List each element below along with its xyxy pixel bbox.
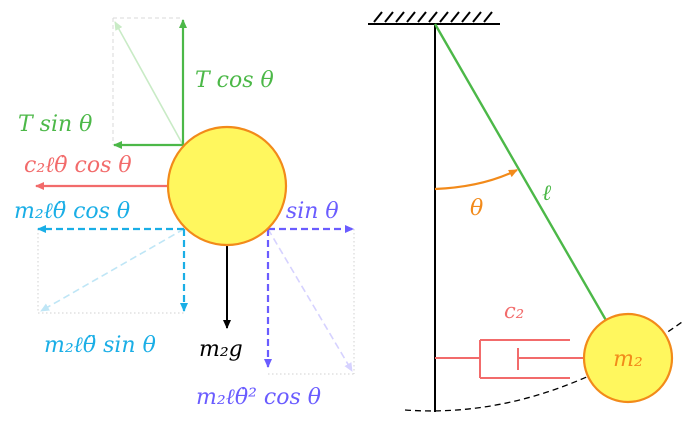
inertial-tangential-resultant-arrow: [40, 228, 185, 312]
angle-arc: [434, 169, 518, 191]
angle-label: θ: [470, 196, 483, 221]
gravity-label: m₂g: [199, 337, 243, 362]
inertial-centripetal-resultant-arrow: [267, 228, 353, 372]
damping-force-label: c₂ℓθ̇ cos θ: [24, 153, 132, 178]
damper: [435, 339, 585, 379]
pendulum-bob: [582, 312, 674, 404]
pendulum-rod: [433, 23, 609, 323]
inertial-tangential-cos-label: m₂ℓθ̈ cos θ: [14, 199, 130, 224]
fbd-bob: [166, 125, 288, 247]
bob-mass-label: m₂: [613, 347, 643, 372]
tension-resultant-arrow: [114, 21, 184, 146]
inertial-tangential-sin-label: m₂ℓθ̈ sin θ: [44, 333, 156, 358]
inertial-centripetal-cos-label: m₂ℓθ̇² cos θ: [196, 385, 321, 410]
rod-length-label: ℓ: [542, 181, 552, 206]
tension-helper-box: [112, 17, 183, 145]
ceiling-support: [368, 11, 500, 25]
inertial-tangential-box: [37, 229, 184, 314]
tension-sin-label: T sin θ: [18, 112, 92, 137]
damper-label: c₂: [504, 299, 524, 323]
tension-cos-label: T cos θ: [195, 68, 274, 93]
inertial-centripetal-box: [268, 229, 355, 375]
